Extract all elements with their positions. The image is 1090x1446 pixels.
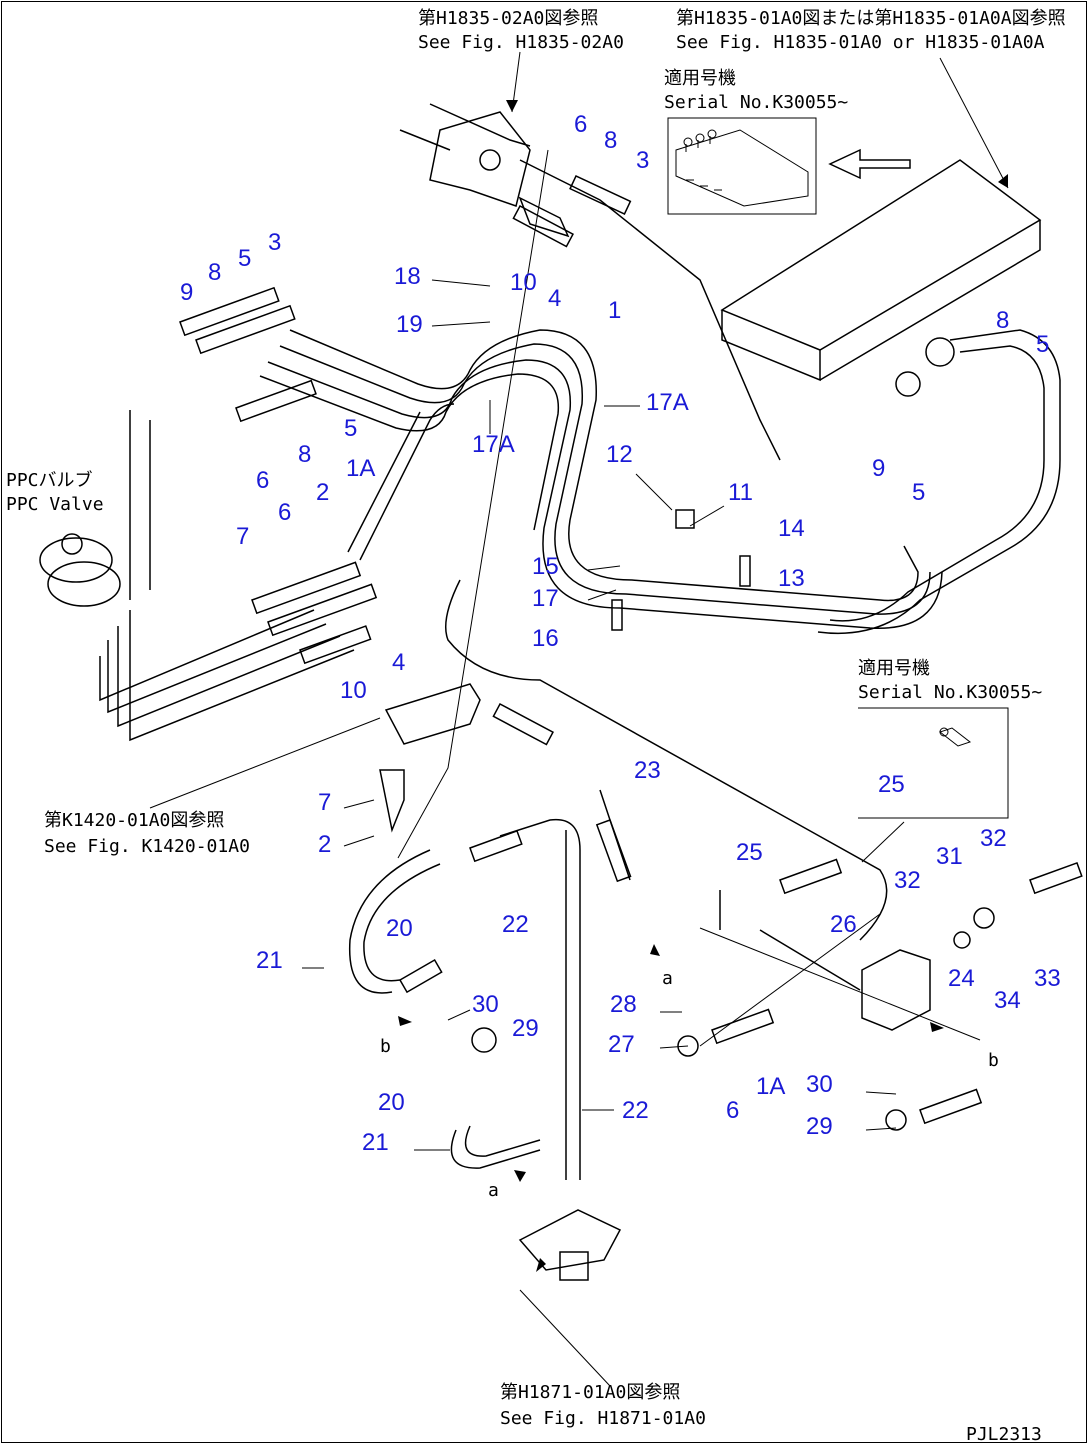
callout-25-box: 25: [878, 771, 905, 798]
callout-20-top: 20: [386, 915, 413, 942]
ref-mid-left-en: See Fig. K1420-01A0: [44, 836, 250, 857]
serial-top-en: Serial No.K30055~: [664, 92, 848, 113]
top-valve-block: [429, 111, 570, 238]
callout-16: 16: [532, 625, 559, 652]
callout-29-left: 29: [512, 1015, 539, 1042]
callout-3-left: 3: [268, 229, 281, 256]
fittings: [179, 175, 1083, 1131]
callout-28: 28: [610, 991, 637, 1018]
callout-2: 2: [316, 479, 329, 506]
callout-5-right: 5: [1036, 331, 1049, 358]
callout-32: 32: [894, 867, 921, 894]
callout-17A-left: 17A: [472, 431, 515, 458]
callout-32-top: 32: [980, 825, 1007, 852]
mid-block: [379, 683, 481, 833]
mark-b-2: b: [380, 1036, 391, 1057]
callout-19: 19: [396, 311, 423, 338]
callout-1A-bottom: 1A: [756, 1073, 785, 1100]
callout-29-right: 29: [806, 1113, 833, 1140]
callout-17: 17: [532, 585, 559, 612]
callout-5-left: 5: [238, 245, 251, 272]
callout-8-left: 8: [208, 259, 221, 286]
serial-detail-box-top: [667, 117, 817, 215]
arrowheads: [398, 100, 1008, 1272]
callout-10: 10: [510, 269, 537, 296]
callout-labels: 6 8 3 18 10 4 19 1 3 5 8 9 5 8 6 17A 17A…: [180, 111, 1061, 1201]
callout-25: 25: [736, 839, 763, 866]
callout-18: 18: [394, 263, 421, 290]
ref-top-center-en: See Fig. H1835-02A0: [418, 32, 624, 53]
callout-12: 12: [606, 441, 633, 468]
ref-top-right-en: See Fig. H1835-01A0 or H1835-01A0A: [676, 32, 1045, 53]
drawing-code: PJL2313: [966, 1424, 1042, 1445]
callout-7-mid: 7: [318, 789, 331, 816]
bottom-junction: [518, 1209, 622, 1281]
serial-mid-en: Serial No.K30055~: [858, 682, 1042, 703]
serial-detail-box-mid: [858, 707, 1009, 819]
callout-9-right: 9: [872, 455, 885, 482]
callout-21-low: 21: [362, 1129, 389, 1156]
callout-5-mid: 5: [344, 415, 357, 442]
callout-4-low: 4: [392, 649, 405, 676]
callout-34: 34: [994, 987, 1021, 1014]
serial-mid-jp: 適用号機: [858, 658, 930, 679]
callout-27: 27: [608, 1031, 635, 1058]
callout-6-bottom: 6: [726, 1097, 739, 1124]
ref-top-center-jp: 第H1835-02A0図参照: [418, 8, 598, 29]
mark-a-2: a: [488, 1180, 499, 1201]
serial-top-jp: 適用号機: [664, 68, 736, 89]
callout-2-mid: 2: [318, 831, 331, 858]
callout-14: 14: [778, 515, 805, 542]
ppc-valve-en: PPC Valve: [6, 494, 104, 515]
callout-9-left: 9: [180, 279, 193, 306]
ref-bottom-jp: 第H1871-01A0図参照: [500, 1382, 680, 1403]
callout-leaders: [302, 279, 897, 1151]
mark-b-1: b: [988, 1050, 999, 1071]
callout-33: 33: [1034, 965, 1061, 992]
callout-7: 7: [236, 523, 249, 550]
callout-15: 15: [532, 553, 559, 580]
callout-6-low: 6: [278, 499, 291, 526]
callout-13: 13: [778, 565, 805, 592]
callout-23: 23: [634, 757, 661, 784]
callout-6-mid: 6: [256, 467, 269, 494]
callout-17A-right: 17A: [646, 389, 689, 416]
callout-21-top: 21: [256, 947, 283, 974]
lower-hoses: [348, 789, 861, 1180]
right-manifold: [720, 159, 1042, 382]
bracket-24: [861, 949, 931, 1031]
ref-mid-left-jp: 第K1420-01A0図参照: [44, 810, 224, 831]
callout-30-right: 30: [806, 1071, 833, 1098]
callout-10-low: 10: [340, 677, 367, 704]
ppc-valve: [39, 533, 121, 607]
detail-manifold-top: [675, 129, 809, 207]
callout-1A: 1A: [346, 455, 375, 482]
ref-bottom-en: See Fig. H1871-01A0: [500, 1408, 706, 1429]
ppc-pipe-bundle: [99, 103, 1061, 941]
callout-5-right-low: 5: [912, 479, 925, 506]
callout-6: 6: [574, 111, 587, 138]
ppc-valve-jp: PPCバルブ: [6, 469, 93, 491]
leader-lines: [149, 51, 1009, 1387]
callout-22-low: 22: [622, 1097, 649, 1124]
callout-8-right: 8: [996, 307, 1009, 334]
mark-a-1: a: [662, 968, 673, 989]
callout-20-low: 20: [378, 1089, 405, 1116]
detail-fitting-mid: [938, 727, 972, 747]
callout-26: 26: [830, 911, 857, 938]
callout-8: 8: [604, 127, 617, 154]
ref-top-right-jp: 第H1835-01A0図または第H1835-01A0A図参照: [676, 8, 1066, 29]
callout-1: 1: [608, 297, 621, 324]
callout-31: 31: [936, 843, 963, 870]
callout-3: 3: [636, 147, 649, 174]
callout-30-left: 30: [472, 991, 499, 1018]
direction-arrow-top: [828, 148, 911, 180]
callout-4: 4: [548, 285, 561, 312]
callout-11: 11: [728, 479, 753, 506]
callout-22-top: 22: [502, 911, 529, 938]
callout-24: 24: [948, 965, 975, 992]
callout-8-mid: 8: [298, 441, 311, 468]
